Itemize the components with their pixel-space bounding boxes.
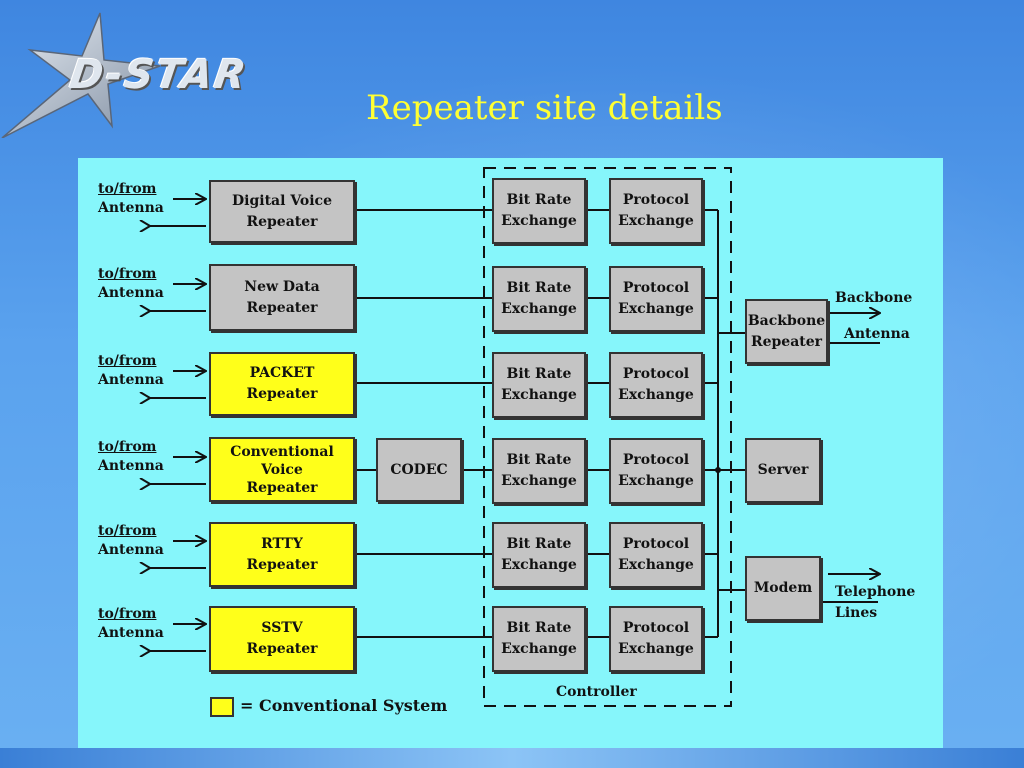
telephone-label-2: Lines <box>835 605 878 621</box>
backbone-arrows <box>828 313 880 343</box>
page-title: Repeater site details <box>366 88 723 128</box>
dstar-logo: D-STAR <box>0 8 300 139</box>
connection-lines <box>78 167 943 707</box>
backbone-antenna-label-2: Antenna <box>844 326 910 342</box>
repeater-links <box>355 209 492 638</box>
modem-box: Modem <box>745 556 821 621</box>
star-swoosh-icon <box>1 12 161 139</box>
footer-band <box>0 748 1024 768</box>
controller-label: Controller <box>556 684 637 700</box>
backbone-antenna-label-1: Backbone <box>835 290 913 306</box>
telephone-arrows <box>822 574 880 602</box>
legend-text: = Conventional System <box>240 696 448 715</box>
bitrate-protocol-links <box>586 209 609 638</box>
bus-junction <box>715 467 721 473</box>
legend-swatch <box>210 697 234 717</box>
antenna-arrows <box>150 199 206 651</box>
logo-text: D-STAR <box>66 52 251 98</box>
codec-box: CODEC <box>376 438 462 502</box>
controller-boundary <box>483 167 732 707</box>
controller-bus <box>703 209 745 638</box>
telephone-label-1: Telephone <box>835 584 916 600</box>
server-box: Server <box>745 438 821 503</box>
